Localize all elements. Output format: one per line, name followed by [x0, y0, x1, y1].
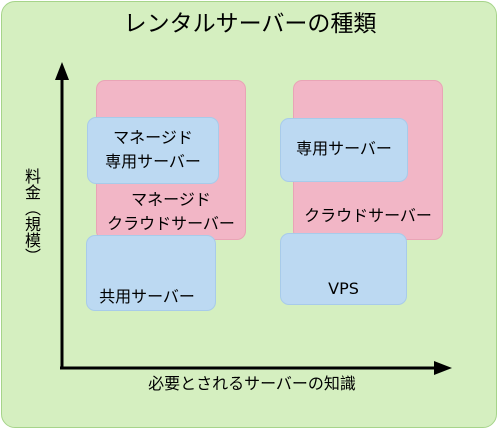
x-axis-arrowhead [434, 361, 452, 375]
shared-server-label: 共用サーバー [99, 287, 195, 306]
diagram-title: レンタルサーバーの種類 [123, 11, 377, 37]
vps-label: VPS [328, 279, 359, 298]
dedicated-server-label: 専用サーバー [296, 139, 392, 158]
managed-dedicated-server-label: マネージド 専用サーバー [105, 128, 201, 171]
y-axis-arrowhead [55, 62, 69, 80]
cloud-server-label: クラウドサーバー [304, 206, 432, 225]
vps-box [280, 233, 407, 305]
managed-dedicated-server-box [87, 117, 219, 184]
managed-cloud-server-label: マネージド クラウドサーバー [107, 190, 235, 233]
x-axis-label: 必要とされるサーバーの知識 [148, 374, 356, 393]
dedicated-server-box [280, 118, 408, 182]
y-axis-label: 料金（規模） [22, 168, 41, 264]
shared-server-box [86, 235, 216, 311]
